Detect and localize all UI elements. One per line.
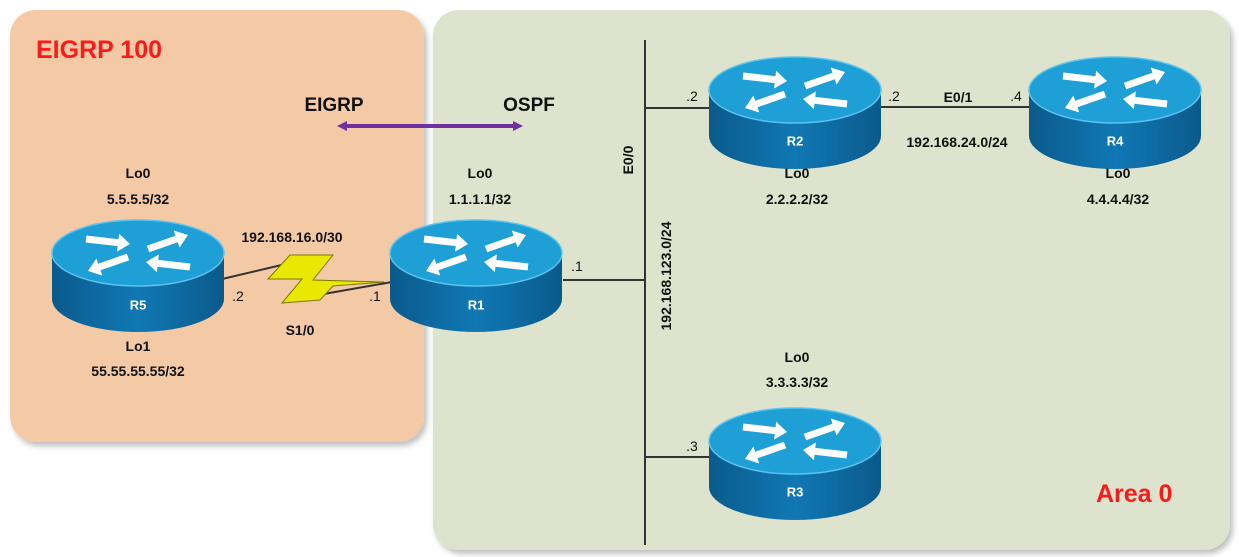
r2-r4-subnet-label: 192.168.24.0/24 — [906, 134, 1008, 150]
router-r2-name: R2 — [786, 133, 804, 149]
router-r1-icon — [389, 219, 563, 332]
eigrp-zone-title: EIGRP 100 — [36, 36, 163, 64]
r2-r4-r4-end-label: .4 — [1010, 88, 1022, 104]
r4-lo0-label: Lo0 — [1105, 165, 1131, 181]
lan-interface-label: E0/0 — [620, 145, 636, 175]
r4-lo0-address: 4.4.4.4/32 — [1086, 191, 1150, 207]
router-r3-icon — [708, 407, 882, 520]
r2-r4-r2-end-label: .2 — [888, 88, 900, 104]
redistribution-right-label: OSPF — [503, 95, 555, 116]
router-r3-name: R3 — [786, 484, 804, 500]
router-r5-icon — [51, 219, 225, 332]
serial-lightning-bolt-icon — [266, 254, 385, 304]
r5-lo1-address: 55.55.55.55/32 — [91, 363, 185, 379]
serial-link-r1-side — [317, 281, 393, 296]
router-r4-icon — [1028, 56, 1202, 169]
ospf-area-zone — [433, 10, 1230, 550]
r5-lo1-label: Lo1 — [125, 338, 151, 354]
router-r4-name: R4 — [1106, 133, 1124, 149]
lan-subnet-label: 192.168.123.0/24 — [658, 221, 674, 331]
serial-subnet-label: 192.168.16.0/30 — [241, 229, 343, 245]
r1-lo0-label: Lo0 — [467, 165, 493, 181]
r2-lo0-label: Lo0 — [784, 165, 810, 181]
serial-r1-end-label: .1 — [369, 288, 381, 304]
serial-interface-label: S1/0 — [285, 322, 315, 338]
lan-r2-end-label: .2 — [686, 88, 698, 104]
eigrp-zone — [10, 10, 424, 442]
lan-r1-end-label: .1 — [571, 258, 583, 274]
serial-link-r5-side — [217, 262, 291, 281]
r1-lo0-address: 1.1.1.1/32 — [448, 191, 512, 207]
r2-r4-interface-label: E0/1 — [943, 89, 973, 105]
lan-r3-end-label: .3 — [686, 438, 698, 454]
r2-lo0-address: 2.2.2.2/32 — [765, 191, 829, 207]
r3-lo0-label: Lo0 — [784, 349, 810, 365]
serial-r5-end-label: .2 — [232, 288, 244, 304]
r5-lo0-address: 5.5.5.5/32 — [106, 191, 170, 207]
router-r2-icon — [708, 56, 882, 169]
r3-lo0-address: 3.3.3.3/32 — [765, 374, 829, 390]
redistribution-left-label: EIGRP — [304, 95, 364, 116]
router-r5-name: R5 — [129, 297, 147, 313]
router-r1-name: R1 — [467, 297, 485, 313]
ospf-area-title: Area 0 — [1096, 480, 1173, 508]
r5-lo0-label: Lo0 — [125, 165, 151, 181]
